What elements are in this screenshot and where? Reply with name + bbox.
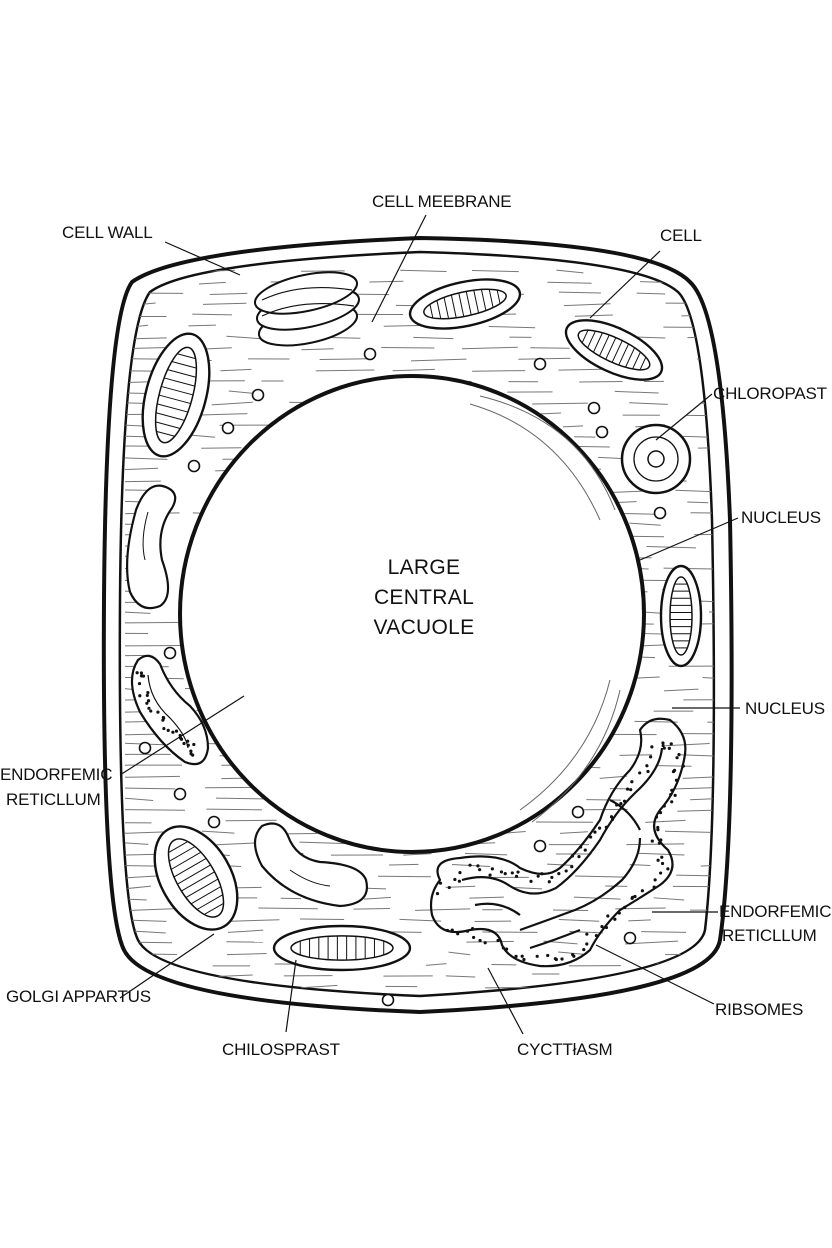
label-cell-wall: CELL WALL [62, 223, 153, 242]
chloroplasts [141, 278, 703, 972]
vacuole-title-line-1: LARGE [387, 556, 461, 579]
chloroplast [153, 825, 239, 931]
chloroplast [272, 924, 412, 972]
golgi-stack [253, 271, 361, 347]
label-golgi: GOLGI APPARTUS [6, 987, 151, 1006]
vacuole-title-line-2: CENTRAL [373, 586, 475, 609]
label-nucleus-lower: NUCLEUS [745, 699, 825, 718]
label-chloroplast-right: CHLOROPAST [713, 384, 827, 403]
nucleus-organelle [620, 423, 692, 495]
vacuole-title-line-3: VACUOLE [373, 616, 475, 639]
label-er-right-line-2: RETICLLUM [722, 926, 817, 945]
bean-organelles [126, 484, 369, 908]
label-nucleus-upper: NUCLEUS [741, 508, 821, 527]
vesicles [138, 347, 667, 1007]
cell-wall-outer [101, 235, 734, 1015]
chloroplast [564, 319, 664, 381]
er-right-ribosome-dots [435, 741, 685, 962]
chloroplast [659, 564, 703, 668]
vacuole-title: LARGE CENTRAL VACUOLE [324, 553, 524, 643]
cell-membrane [118, 250, 716, 998]
label-cell: CELL [660, 226, 702, 245]
chloroplast [141, 332, 211, 458]
chloroplast [408, 278, 522, 330]
label-cell-membrane: CELL MEEBRANE [372, 192, 512, 211]
er-left [130, 654, 210, 766]
er-right [429, 717, 687, 968]
label-er-right-line-1: ENDORFEMIC [719, 902, 832, 921]
leader-lines [119, 214, 740, 1035]
label-cytoplasm: CYCTTłASM [517, 1040, 613, 1059]
label-ribosomes: RIBSOMES [715, 1000, 804, 1019]
label-chloroplast-bottom: CHILOSPRAST [222, 1040, 340, 1059]
er-left-ribosome-dots [135, 671, 196, 757]
large-central-vacuole [178, 374, 646, 854]
label-er-left-line-1: ENDORFEMIC [0, 765, 113, 784]
label-er-left-line-2: RETICLLUM [6, 790, 101, 809]
